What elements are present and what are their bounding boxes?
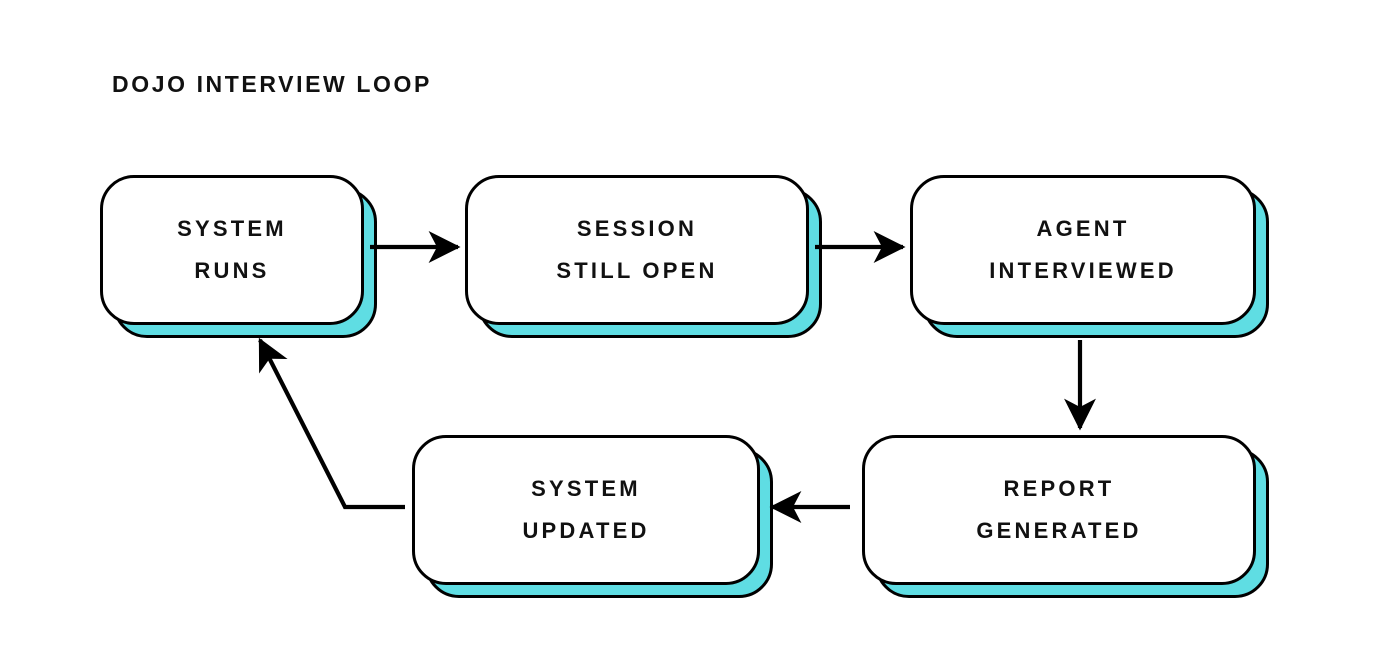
node-label: AGENT INTERVIEWED bbox=[989, 216, 1177, 283]
edge-system-updated-to-system-runs bbox=[258, 337, 405, 510]
node-face: SYSTEM UPDATED bbox=[412, 435, 760, 585]
node-face: AGENT INTERVIEWED bbox=[910, 175, 1256, 325]
node-agent-interviewed[interactable]: AGENT INTERVIEWED bbox=[910, 175, 1269, 338]
node-face: REPORT GENERATED bbox=[862, 435, 1256, 585]
node-face: SESSION STILL OPEN bbox=[465, 175, 809, 325]
node-report-generated[interactable]: REPORT GENERATED bbox=[862, 435, 1269, 598]
node-label: SESSION STILL OPEN bbox=[556, 216, 718, 283]
node-system-runs[interactable]: SYSTEM RUNS bbox=[100, 175, 377, 338]
node-system-updated[interactable]: SYSTEM UPDATED bbox=[412, 435, 773, 598]
node-label: REPORT GENERATED bbox=[976, 476, 1142, 543]
node-label: SYSTEM UPDATED bbox=[522, 476, 650, 543]
node-session-still-open[interactable]: SESSION STILL OPEN bbox=[465, 175, 822, 338]
node-label: SYSTEM RUNS bbox=[177, 216, 287, 283]
node-face: SYSTEM RUNS bbox=[100, 175, 364, 325]
page-title: DOJO INTERVIEW LOOP bbox=[112, 71, 432, 97]
